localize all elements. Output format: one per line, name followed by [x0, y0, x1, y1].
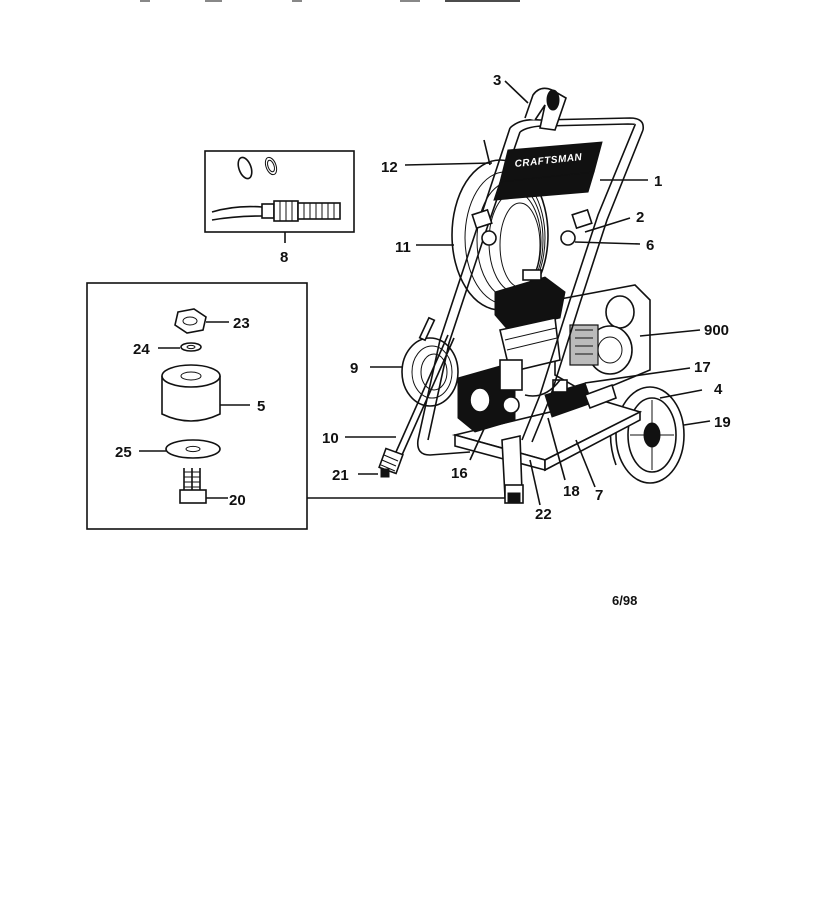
callout-8: 8 [280, 249, 288, 266]
callout-16: 16 [451, 465, 468, 482]
callout-5: 5 [257, 398, 265, 415]
callout-20: 20 [229, 492, 246, 509]
callout-10: 10 [322, 430, 339, 447]
callout-19: 19 [714, 414, 731, 431]
leader-lines [345, 80, 711, 506]
date-code: 6/98 [612, 593, 637, 608]
inset-hose-connector [204, 150, 355, 243]
pressure-washer-illustration: CRAFTSMAN [378, 87, 685, 504]
callout-24: 24 [133, 341, 150, 358]
callout-2: 2 [636, 209, 644, 226]
callout-3: 3 [493, 72, 501, 89]
callout-4: 4 [714, 381, 723, 398]
callout-12: 12 [381, 159, 398, 176]
callout-9: 9 [350, 360, 358, 377]
callout-1: 1 [654, 173, 662, 190]
callout-7: 7 [595, 487, 603, 504]
callout-6: 6 [646, 237, 654, 254]
inset-filter-assembly [86, 282, 505, 530]
callout-18: 18 [563, 483, 580, 500]
callout-25: 25 [115, 444, 132, 461]
callout-17: 17 [694, 359, 711, 376]
callout-900: 900 [704, 322, 729, 339]
callout-11: 11 [395, 239, 411, 256]
callout-labels: 3 12 1 2 6 11 8 23 24 900 9 17 4 5 19 10… [115, 72, 731, 523]
callout-23: 23 [233, 315, 250, 332]
callout-22: 22 [535, 506, 552, 523]
callout-21: 21 [332, 467, 349, 484]
